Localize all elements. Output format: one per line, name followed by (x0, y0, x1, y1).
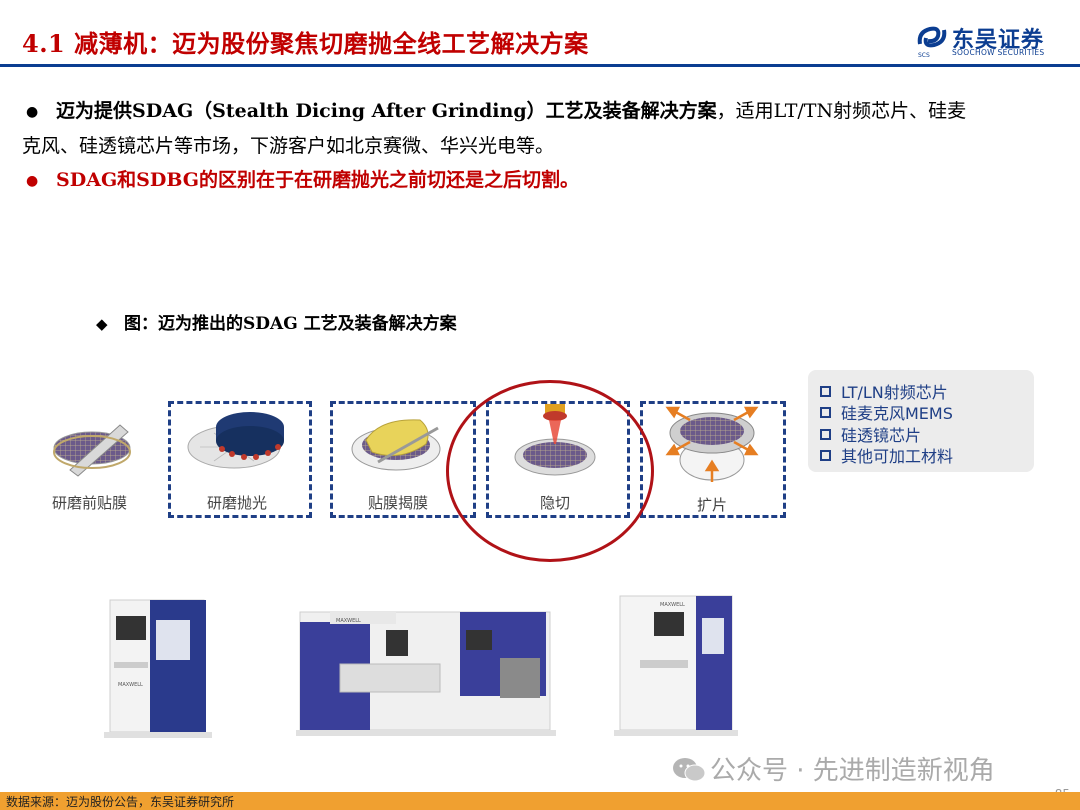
bullet-sdag-intro: ● 迈为提供SDAG（Stealth Dicing After Grinding）… (22, 94, 1052, 129)
machine-brand-label: MAXWELL (660, 602, 685, 608)
grinding-machine-image: MAXWELL (104, 599, 212, 738)
figure-caption: ◆ 图：迈为推出的SDAG 工艺及装备解决方案 (96, 309, 457, 334)
machine-brand-label: MAXWELL (118, 682, 143, 688)
wechat-icon (673, 758, 706, 782)
logo-abbrev: SCS (918, 52, 930, 59)
step-label-expansion: 扩片 (697, 496, 728, 514)
bullet-sdag-rest: ，适用LT/TN射频芯片、硅麦 (716, 100, 967, 122)
soochow-logo-icon (917, 26, 947, 48)
diamond-bullet-icon: ◆ (96, 315, 108, 333)
bullet-sdag-vs-sdbg-text: SDAG和SDBG的区别在于在研磨抛光之前切还是之后切割。 (56, 169, 580, 191)
grinding-wheel-icon (187, 412, 284, 469)
app-item: 其他可加工材料 (820, 443, 953, 467)
checkbox-square-icon (820, 407, 831, 418)
page-title: 4.1 减薄机：迈为股份聚焦切磨抛全线工艺解决方案 (22, 29, 589, 58)
wafer-expansion-icon (665, 406, 759, 482)
title-divider (0, 64, 1080, 67)
applications-box: LT/LN射频芯片 硅麦克风MEMS 硅透镜芯片 其他可加工材料 (808, 370, 1034, 472)
wafer-tape-icon (53, 424, 131, 477)
wechat-watermark: 公众号 · 先进制造新视角 (672, 750, 995, 787)
bullet-dot-icon: ● (26, 104, 39, 120)
soochow-logo: 东吴证券 SOOCHOW SECURITIES SCS (916, 22, 1066, 62)
step-box-grinding (168, 401, 312, 518)
app-item: 硅透镜芯片 (820, 422, 921, 446)
app-item: 硅麦克风MEMS (820, 400, 953, 424)
checkbox-square-icon (820, 386, 831, 397)
logo-english-name: SOOCHOW SECURITIES (952, 48, 1045, 57)
step-label-stealth-dicing: 隐切 (540, 494, 571, 512)
highlight-circle (446, 380, 654, 562)
step-label-tape-peel: 贴膜揭膜 (368, 494, 429, 512)
processing-line-image: MAXWELL (296, 611, 556, 736)
machine-brand-label: MAXWELL (336, 618, 361, 624)
tape-peel-icon (351, 419, 441, 471)
bullet-dot-icon: ● (26, 173, 39, 189)
figure-caption-text: 图：迈为推出的SDAG 工艺及装备解决方案 (124, 314, 457, 334)
slide-header: 4.1 减薄机：迈为股份聚焦切磨抛全线工艺解决方案 东吴证券 SOOCHOW S… (0, 0, 1080, 67)
app-item: LT/LN射频芯片 (820, 379, 948, 403)
checkbox-square-icon (820, 450, 831, 461)
data-source-note: 数据来源：迈为股份公告，东吴证券研究所 (6, 795, 235, 809)
bullet-list: ● 迈为提供SDAG（Stealth Dicing After Grinding）… (22, 94, 1052, 198)
bullet-sdag-vs-sdbg: ● SDAG和SDBG的区别在于在研磨抛光之前切还是之后切割。 (22, 163, 1052, 198)
equipment-photos: MAXWELL MAXWELL MAXWELL (104, 595, 738, 738)
bullet-sdag-lead: 迈为提供SDAG（Stealth Dicing After Grinding）工… (56, 100, 717, 122)
checkbox-square-icon (820, 429, 831, 440)
step-label-pre-grind-tape: 研磨前贴膜 (52, 494, 128, 512)
bullet-sdag-line2: 克风、硅透镜芯片等市场，下游客户如北京赛微、华兴光电等。 (22, 135, 555, 157)
laser-dicing-machine-image: MAXWELL (614, 595, 738, 736)
watermark-text: 公众号 · 先进制造新视角 (710, 756, 995, 786)
step-label-grinding: 研磨抛光 (207, 494, 268, 512)
footer-bar: 数据来源：迈为股份公告，东吴证券研究所 (0, 792, 1080, 810)
logo-chinese-name: 东吴证券 (952, 28, 1045, 53)
